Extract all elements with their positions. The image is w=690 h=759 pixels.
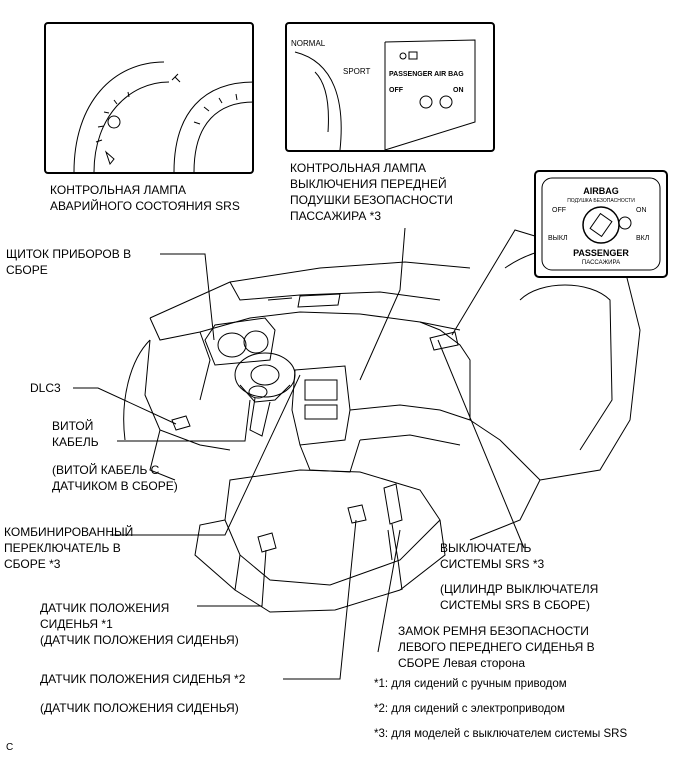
seat-position-sensor-1 xyxy=(257,532,277,553)
instrument-cluster xyxy=(204,317,276,366)
callout-spiral-cable-note: (ВИТОЙ КАБЕЛЬ С ДАТЧИКОМ В СБОРЕ) xyxy=(52,462,178,494)
windshield-frame xyxy=(149,261,471,319)
callout-line: ДАТЧИК ПОЛОЖЕНИЯ xyxy=(40,601,170,615)
switch-on-ru-label: ВКЛ xyxy=(636,235,650,242)
callout-combination-meter: ЩИТОК ПРИБОРОВ В СБОРЕ xyxy=(6,246,131,278)
srs-switch-location xyxy=(429,331,459,351)
passenger-lamp-inset: NORMAL SPORT PASSENGER AIR BAG OFF ON xyxy=(285,22,495,152)
dlc3-connector xyxy=(171,415,191,431)
meter-drawing xyxy=(44,22,255,174)
switch-off-label: OFF xyxy=(552,207,566,214)
driver-seat xyxy=(224,469,441,586)
callout-dlc3: DLC3 xyxy=(30,380,61,396)
callout-srs-warning-lamp: КОНТРОЛЬНАЯ ЛАМПА АВАРИЙНОГО СОСТОЯНИЯ S… xyxy=(50,182,240,214)
callout-line: АВАРИЙНОГО СОСТОЯНИЯ SRS xyxy=(50,199,240,213)
leader-dlc3 xyxy=(73,387,177,425)
callout-line: (ДАТЧИК ПОЛОЖЕНИЯ СИДЕНЬЯ) xyxy=(40,701,239,715)
footnote-3: *3: для моделей с выключателем системы S… xyxy=(374,728,628,740)
leader-spiral-cable xyxy=(117,399,251,442)
callout-line: (ВИТОЙ КАБЕЛЬ С xyxy=(52,463,160,477)
srs-switch-inset: AIRBAG ПОДУШКА БЕЗОПАСНОСТИ OFF ON ВЫКЛ … xyxy=(534,170,668,278)
leader-combination-switch xyxy=(110,374,301,536)
callout-line: КОНТРОЛЬНАЯ ЛАМПА xyxy=(290,161,427,175)
callout-line: DLC3 xyxy=(30,381,61,395)
callout-line: ВЫКЛЮЧАТЕЛЬ xyxy=(440,541,532,555)
callout-spiral-cable: ВИТОЙ КАБЕЛЬ xyxy=(52,418,99,450)
passenger-lamp-drawing: NORMAL SPORT PASSENGER AIR BAG OFF ON xyxy=(285,22,495,152)
callout-srs-switch-note: (ЦИЛИНДР ВЫКЛЮЧАТЕЛЯ СИСТЕМЫ SRS В СБОРЕ… xyxy=(440,581,598,613)
leader-srs-switch xyxy=(437,339,525,549)
callout-line: ПЕРЕКЛЮЧАТЕЛЬ В xyxy=(4,541,121,555)
callout-line: СИСТЕМЫ SRS *3 xyxy=(440,557,545,571)
callout-seat-position-sensor-2: ДАТЧИК ПОЛОЖЕНИЯ СИДЕНЬЯ *2 xyxy=(40,671,245,687)
switch-off-ru-label: ВЫКЛ xyxy=(548,235,568,242)
srs-switch-drawing: AIRBAG ПОДУШКА БЕЗОПАСНОСТИ OFF ON ВЫКЛ … xyxy=(534,170,668,278)
passenger-seat xyxy=(504,246,641,481)
callout-passenger-airbag-off-lamp: КОНТРОЛЬНАЯ ЛАМПА ВЫКЛЮЧЕНИЯ ПЕРЕДНЕЙ ПО… xyxy=(290,160,453,224)
callout-line: КОНТРОЛЬНАЯ ЛАМПА xyxy=(50,183,187,197)
callout-line: СБОРЕ Левая сторона xyxy=(398,656,526,670)
leader-passenger-lamp xyxy=(359,227,406,381)
on-label: ON xyxy=(453,87,464,94)
seat-position-sensor-2 xyxy=(347,504,367,524)
callout-line: ПОДУШКИ БЕЗОПАСНОСТИ xyxy=(290,193,453,207)
off-label: OFF xyxy=(389,87,404,94)
callout-buckle-switch: ЗАМОК РЕМНЯ БЕЗОПАСНОСТИ ЛЕВОГО ПЕРЕДНЕГ… xyxy=(398,623,595,671)
seat-belt-buckle xyxy=(383,483,403,525)
callout-line: СБОРЕ xyxy=(6,263,48,277)
spiral-cable xyxy=(248,385,268,399)
callout-srs-switch: ВЫКЛЮЧАТЕЛЬ СИСТЕМЫ SRS *3 xyxy=(440,540,544,572)
leader-seat-sensor-2 xyxy=(283,519,357,680)
passenger-air-bag-label: PASSENGER AIR BAG xyxy=(389,71,464,78)
meter-inset xyxy=(44,22,255,174)
defroster-vent xyxy=(297,293,341,308)
passenger-label: PASSENGER xyxy=(573,248,629,258)
normal-label: NORMAL xyxy=(291,39,326,48)
callout-line: СИДЕНЬЯ *1 xyxy=(40,617,113,631)
leader-combination-meter xyxy=(160,253,215,341)
callout-line: КОМБИНИРОВАННЫЙ xyxy=(4,525,134,539)
callout-line: (ЦИЛИНДР ВЫКЛЮЧАТЕЛЯ xyxy=(440,582,599,596)
switch-on-label: ON xyxy=(636,207,647,214)
footnote-2: *2: для сидений с электроприводом xyxy=(374,703,565,715)
callout-line: ДАТЧИК ПОЛОЖЕНИЯ СИДЕНЬЯ *2 xyxy=(40,672,246,686)
callout-line: ВЫКЛЮЧЕНИЯ ПЕРЕДНЕЙ xyxy=(290,177,447,191)
callout-line: СИСТЕМЫ SRS В СБОРЕ) xyxy=(440,598,590,612)
callout-line: ВИТОЙ xyxy=(52,419,94,433)
callout-line: СБОРЕ *3 xyxy=(4,557,61,571)
callout-line: КАБЕЛЬ xyxy=(52,435,99,449)
footnote-1: *1: для сидений с ручным приводом xyxy=(374,678,567,690)
callout-combination-switch: КОМБИНИРОВАННЫЙ ПЕРЕКЛЮЧАТЕЛЬ В СБОРЕ *3 xyxy=(4,524,133,572)
callout-line: ЩИТОК ПРИБОРОВ В xyxy=(6,247,132,261)
corner-code: C xyxy=(6,742,14,753)
callout-seat-position-sensor-1: ДАТЧИК ПОЛОЖЕНИЯ СИДЕНЬЯ *1 (ДАТЧИК ПОЛО… xyxy=(40,600,239,648)
sport-label: SPORT xyxy=(343,67,371,76)
airbag-ru-label: ПОДУШКА БЕЗОПАСНОСТИ xyxy=(567,198,635,204)
center-stack xyxy=(291,365,351,446)
callout-line: ЛЕВОГО ПЕРЕДНЕГО СИДЕНЬЯ В xyxy=(398,640,595,654)
dashboard xyxy=(144,339,231,451)
passenger-ru-label: ПАССАЖИРА xyxy=(582,260,620,266)
callout-line: (ДАТЧИК ПОЛОЖЕНИЯ СИДЕНЬЯ) xyxy=(40,633,239,647)
callout-line: ДАТЧИКОМ В СБОРЕ) xyxy=(52,479,178,493)
leader-seat-sensor-1 xyxy=(197,549,267,607)
callout-seat-position-sensor-2-note: (ДАТЧИК ПОЛОЖЕНИЯ СИДЕНЬЯ) xyxy=(40,700,239,716)
airbag-label: AIRBAG xyxy=(583,186,619,196)
callout-line: ПАССАЖИРА *3 xyxy=(290,209,382,223)
callout-line: ЗАМОК РЕМНЯ БЕЗОПАСНОСТИ xyxy=(398,624,589,638)
steering-wheel xyxy=(234,352,296,398)
leader-buckle xyxy=(377,529,401,653)
